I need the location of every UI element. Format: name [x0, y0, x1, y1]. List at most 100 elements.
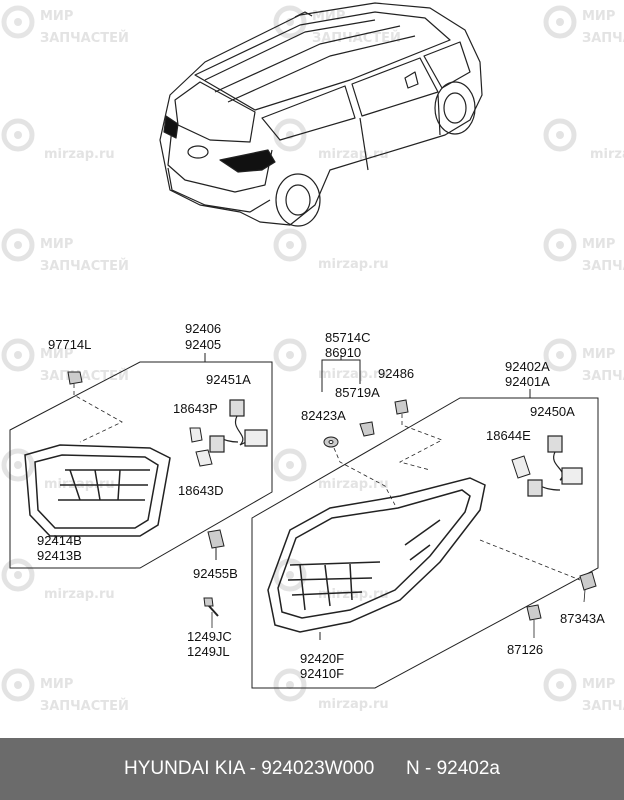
watermark-site: mirzap.ru	[590, 147, 624, 162]
parts-diagram: МИР ЗАПЧАСТЕЙ МИР ЗАПЧАСТЕЙ МИР ЗАПЧАСТЕ…	[1, 2, 624, 714]
car-left-tail-lamp	[163, 115, 179, 139]
watermark-logo-icon	[1, 558, 35, 592]
car-rear-wheel	[275, 173, 321, 227]
watermark-brand: ЗАПЧАСТЕЙ	[40, 30, 129, 46]
part-label: 92455B	[193, 566, 238, 581]
footer-spacer	[374, 758, 406, 780]
watermark-brand: ЗАПЧАСТЕЙ	[582, 30, 624, 46]
part-label: 92402A	[505, 359, 550, 374]
leader-dashed	[333, 447, 396, 506]
watermark-site: mirzap.ru	[318, 697, 389, 712]
watermark-brand: ЗАПЧАСТЕЙ	[40, 698, 129, 714]
watermark-brand: ЗАПЧАСТЕЙ	[40, 258, 129, 274]
watermark-brand: ЗАПЧАСТЕЙ	[582, 698, 624, 714]
watermark-site: mirzap.ru	[318, 367, 389, 382]
watermark-brand: МИР	[582, 9, 615, 24]
car-front-wheel-hub	[443, 92, 467, 124]
watermark-brand: МИР	[582, 677, 615, 692]
bulb-icon	[189, 427, 203, 443]
footer-reference: N - 92402a	[405, 758, 500, 779]
watermark-logo-icon	[273, 118, 307, 152]
watermark-logo-icon	[1, 5, 35, 39]
plug-icon	[526, 604, 542, 621]
car-bumper	[167, 167, 271, 213]
socket-icon	[207, 529, 225, 560]
part-label: 97714L	[48, 337, 91, 352]
part-label: 85719A	[335, 385, 380, 400]
watermark-logo-icon	[1, 338, 35, 372]
car-side-window	[423, 41, 471, 89]
assembly-outline	[9, 361, 273, 569]
part-label: 87343A	[560, 611, 605, 626]
door-line	[437, 93, 441, 136]
watermark-brand: МИР	[40, 677, 73, 692]
roof-rail-end	[294, 11, 313, 18]
part-label: 1249JC	[187, 629, 232, 644]
watermark-brand: ЗАПЧАСТЕЙ	[40, 368, 129, 384]
assembly-outline	[251, 397, 599, 689]
car-rear-wheel-hub	[285, 184, 311, 216]
watermark-logo-icon	[1, 228, 35, 262]
watermark-logo-icon	[1, 448, 35, 482]
part-label: 86910	[325, 345, 361, 360]
watermark-logo-icon	[273, 228, 307, 262]
watermark-logo-icon	[273, 5, 307, 39]
part-label: 87126	[507, 642, 543, 657]
watermark-logo-icon	[543, 118, 577, 152]
socket-harness-icon	[209, 399, 268, 453]
car-mirror	[404, 71, 419, 89]
watermark-logo-icon	[273, 558, 307, 592]
car-front-wheel	[434, 81, 476, 135]
nut-icon	[67, 371, 83, 385]
car-illustration	[159, 2, 483, 227]
watermark-brand: МИР	[582, 347, 615, 362]
part-label: 92410F	[300, 666, 344, 681]
screw-icon	[203, 597, 219, 628]
watermark-site: mirzap.ru	[44, 147, 115, 162]
watermark-logo-icon	[543, 228, 577, 262]
roof-rail	[204, 19, 376, 81]
car-right-tail-lamp	[219, 149, 276, 173]
car-badge	[187, 145, 209, 159]
leader-dashed	[398, 414, 443, 471]
part-label: 82423A	[301, 408, 346, 423]
watermark-logo-icon	[273, 668, 307, 702]
watermark-brand: ЗАПЧАСТЕЙ	[312, 30, 401, 46]
part-label: 92420F	[300, 651, 344, 666]
part-label: 92450A	[530, 404, 575, 419]
watermark-site: mirzap.ru	[44, 587, 115, 602]
part-label: 18643D	[178, 483, 224, 498]
roof-rail	[227, 35, 416, 103]
part-label: 92405	[185, 337, 221, 352]
watermark-logo-icon	[543, 5, 577, 39]
inner-tail-lamp	[24, 444, 171, 537]
part-label: 1249JL	[187, 644, 230, 659]
car-side-window	[351, 57, 439, 117]
watermark-logo-icon	[1, 668, 35, 702]
watermark-site: mirzap.ru	[318, 587, 389, 602]
part-label: 18644E	[486, 428, 531, 443]
watermark-site: mirzap.ru	[318, 257, 389, 272]
part-label: 92414B	[37, 533, 82, 548]
watermark-logo-icon	[273, 338, 307, 372]
watermark-brand: ЗАПЧАСТЕЙ	[582, 368, 624, 384]
watermark-brand: МИР	[40, 237, 73, 252]
part-label: 85714C	[325, 330, 371, 345]
left-lamp-assembly: 97714L 92406 92405 92451A 18643P 18643D …	[9, 321, 273, 659]
part-label: 92413B	[37, 548, 82, 563]
door-line	[359, 117, 369, 171]
bulb-icon	[195, 449, 213, 467]
part-label: 92451A	[206, 372, 251, 387]
watermark-brand: МИР	[312, 9, 345, 24]
part-label: 18643P	[173, 401, 218, 416]
car-rear-window	[174, 81, 256, 143]
watermark-brand: ЗАПЧАСТЕЙ	[582, 258, 624, 274]
nut-icon	[394, 399, 409, 415]
car-tailgate	[167, 127, 273, 193]
watermark-brand: МИР	[582, 237, 615, 252]
bulb-icon	[511, 455, 531, 479]
clip-icon	[359, 421, 375, 437]
watermark-site: mirzap.ru	[318, 477, 389, 492]
footer-bar: HYUNDAI KIA - 924023W000 N - 92402a	[0, 738, 624, 800]
roof-rail	[214, 25, 401, 93]
